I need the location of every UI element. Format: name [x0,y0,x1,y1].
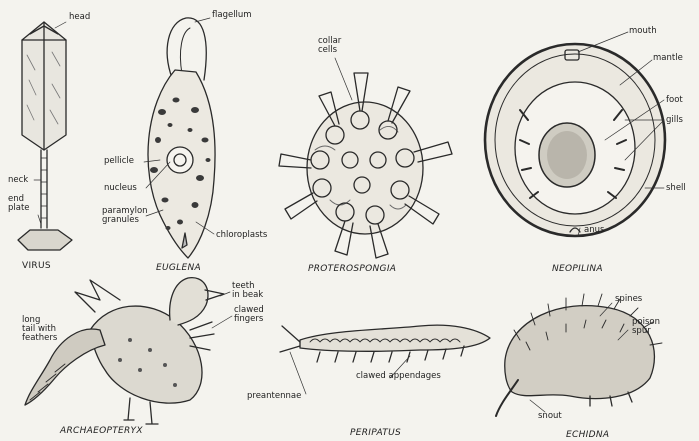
archaeopteryx-label-clawed-fingers: clawed fingers [234,306,264,324]
virus-name: VIRUS [22,261,51,271]
virus-label-head: head [69,13,90,22]
neopilina-label-foot: foot [666,96,683,105]
virus-label-end-plate: end plate [8,195,30,213]
euglena-name: EUGLENA [156,263,201,273]
peripatus-name: PERIPATUS [350,428,401,438]
neopilina-label-mouth: mouth [629,27,657,36]
euglena-label-pellicle: pellicle [104,157,134,166]
neopilina-label-anus: anus [584,226,604,235]
euglena-label-chloroplasts: chloroplasts [216,231,267,240]
euglena-drawing [148,18,215,258]
echidna-drawing [496,294,662,416]
echidna-label-snout: snout [538,412,562,421]
neopilina-name: NEOPILINA [552,264,603,274]
neopilina-label-mantle: mantle [653,54,683,63]
archaeopteryx-label-long-tail: long tail with feathers [22,316,57,343]
peripatus-label-clawed-appendages: clawed appendages [356,372,441,381]
proterospongia-name: PROTEROSPONGIA [308,264,396,274]
echidna-name: ECHIDNA [566,430,609,440]
virus-drawing [18,22,72,250]
archaeopteryx-label-teeth: teeth in beak [232,282,263,300]
peripatus-label-preantennae: preantennae [247,392,301,401]
echidna-label-poison-spur: poison spur [632,318,660,336]
echidna-label-spines: spines [615,295,642,304]
neopilina-drawing [485,44,665,236]
euglena-label-nucleus: nucleus [104,184,137,193]
euglena-label-paramylon: paramylon granules [102,207,148,225]
euglena-label-flagellum: flagellum [212,11,252,20]
proterospongia-label-collar-cells: collar cells [318,37,341,55]
neopilina-label-shell: shell [666,184,686,193]
archaeopteryx-drawing [25,278,224,424]
virus-label-neck: neck [8,176,28,185]
archaeopteryx-name: ARCHAEOPTERYX [60,426,143,436]
neopilina-label-gills: gills [666,116,683,125]
peripatus-drawing [280,325,490,362]
proterospongia-drawing [279,73,452,258]
